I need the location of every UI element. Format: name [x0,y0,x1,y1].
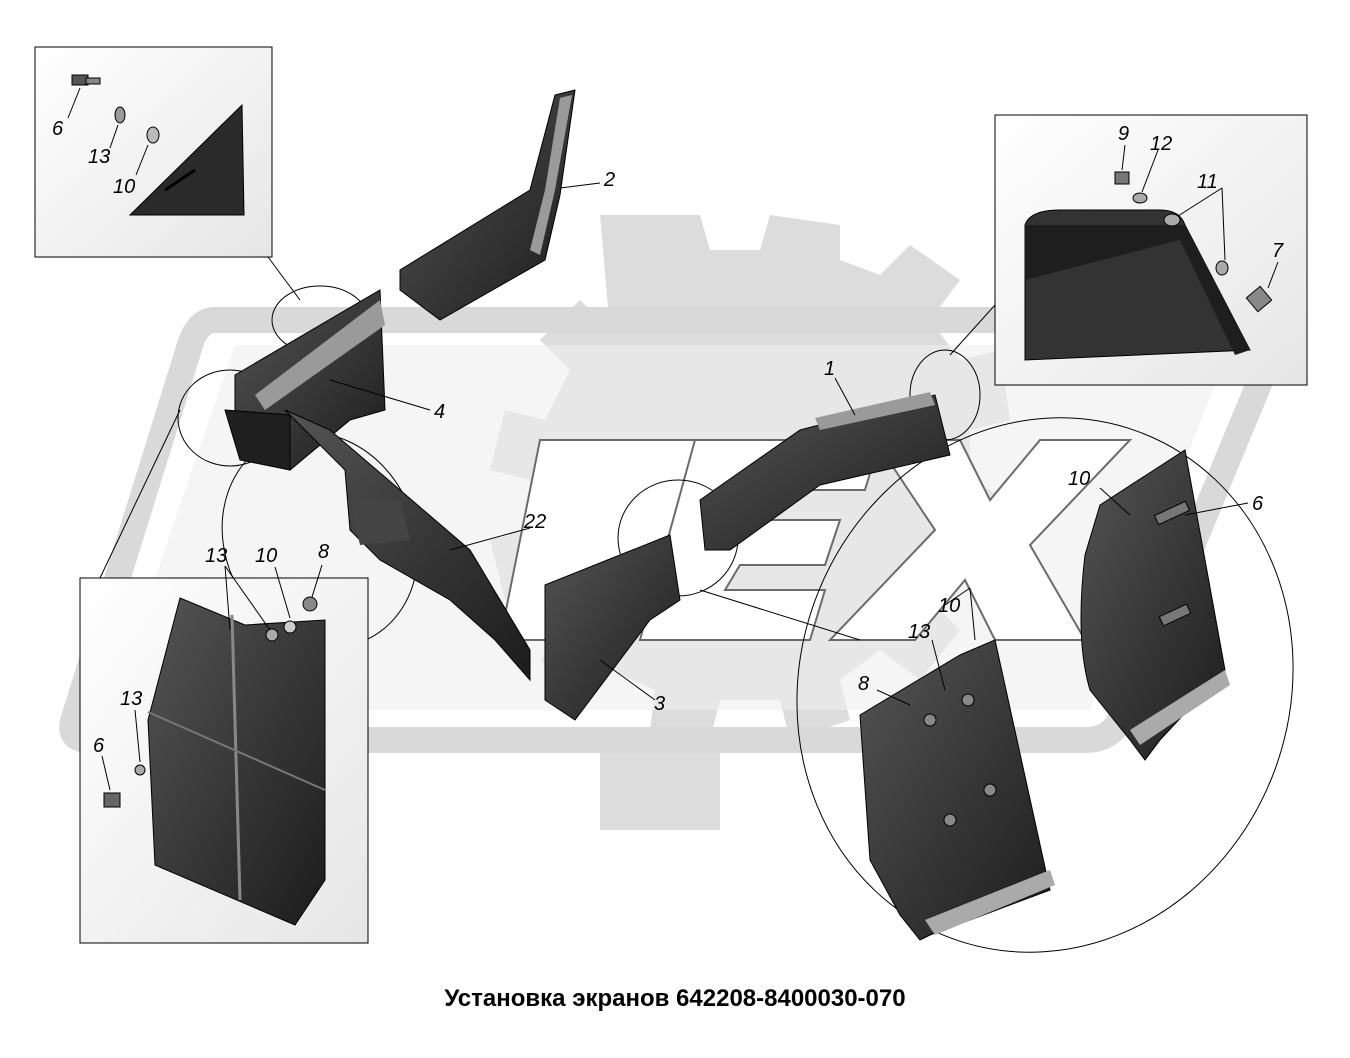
bolt-icon [1245,285,1273,313]
spring-washer-icon [146,126,160,144]
callout-tr-11: 11 [1197,171,1218,193]
washer-icon [114,106,126,124]
callout-4: 4 [434,401,445,423]
inset-top-right [994,114,1308,386]
callout-ro-13: 13 [908,621,930,643]
shield-part-1 [699,392,951,551]
callout-bl-13a: 13 [205,545,227,567]
inset-top-left [34,46,273,258]
callout-bl-6: 6 [93,735,105,757]
callout-labels: 6 13 10 2 4 1 22 3 9 12 11 7 13 10 8 13 … [52,118,1284,757]
callout-ro-8: 8 [858,673,869,695]
callout-tl-13: 13 [88,146,110,168]
diagram-caption: Установка экранов 642208-8400030-070 [444,985,906,1012]
callout-1: 1 [824,358,835,380]
bolt-icon [103,792,121,808]
callout-tl-10: 10 [113,176,135,198]
callout-tr-7: 7 [1272,240,1284,262]
callout-2: 2 [603,169,615,191]
callout-tr-12: 12 [1150,133,1172,155]
callout-bl-8: 8 [318,541,329,563]
inset-bottom-left [79,564,369,944]
callout-3: 3 [654,693,665,715]
callout-ro-10a: 10 [1068,468,1090,490]
callout-bl-13b: 13 [120,688,142,710]
leader-lines [99,256,996,641]
callout-bl-10: 10 [255,545,277,567]
callout-ro-10b: 10 [938,595,960,617]
shield-part-3 [544,534,681,721]
callout-ro-6: 6 [1252,493,1264,515]
bolt-icon [71,74,101,86]
right-oval-detail [859,449,1249,941]
callout-tr-9: 9 [1118,123,1129,145]
shield-part-4 [224,289,386,472]
callout-22: 22 [523,511,546,533]
shield-part-2 [399,89,576,321]
callout-tl-6: 6 [52,118,64,140]
shield-part-22 [284,409,531,682]
main-leaders [329,182,856,701]
